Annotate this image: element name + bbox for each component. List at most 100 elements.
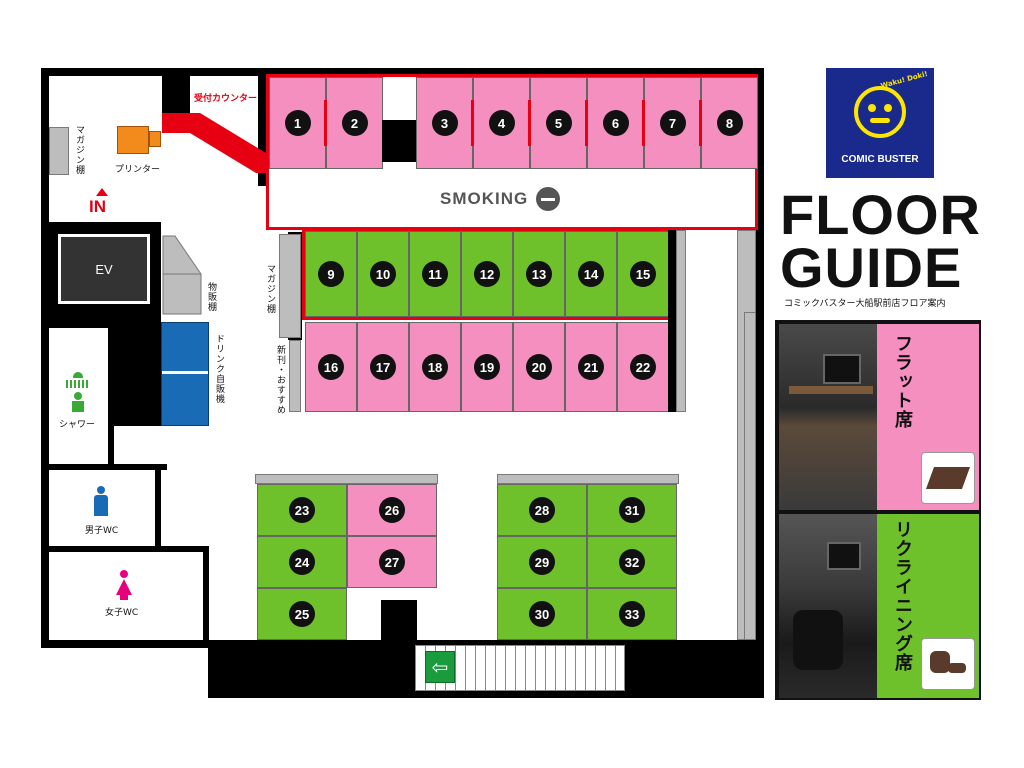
seat-number: 32 (619, 549, 645, 575)
smoking-label-wrap: SMOKING (440, 186, 561, 212)
counter-label: 受付カウンター (194, 94, 258, 104)
legend-recline-label: リクライニング席 (892, 520, 913, 672)
seat-22[interactable]: 22 (617, 322, 669, 412)
seat-9[interactable]: 9 (305, 231, 357, 317)
seat-18[interactable]: 18 (409, 322, 461, 412)
seat-number: 5 (545, 110, 572, 136)
seat-11[interactable]: 11 (409, 231, 461, 317)
seat-4[interactable]: 4 (473, 77, 530, 169)
men-wc-wall (155, 464, 161, 550)
seat-number: 18 (422, 354, 448, 380)
flat-mat-icon (921, 452, 975, 504)
seat-number: 9 (318, 261, 344, 287)
brand-logo: Waku! Doki! COMIC BUSTER (826, 68, 934, 178)
seat-5[interactable]: 5 (530, 77, 587, 169)
seat-number: 26 (379, 497, 405, 523)
ev-box: EV (58, 234, 150, 304)
seat-13[interactable]: 13 (513, 231, 565, 317)
seat-divider (642, 100, 645, 146)
magazine-rack-2-label: マガジン棚 (265, 264, 275, 314)
row1-pillar (382, 120, 416, 162)
seat-number: 13 (526, 261, 552, 287)
seat-number: 23 (289, 497, 315, 523)
seat-27[interactable]: 27 (347, 536, 437, 588)
women-wc-wall (203, 546, 209, 646)
drink-vending-label: ドリンク自販機 (214, 334, 224, 404)
seat-33[interactable]: 33 (587, 588, 677, 640)
seat-14[interactable]: 14 (565, 231, 617, 317)
title-subtitle: コミックバスター大船駅前店フロア案内 (784, 299, 946, 309)
seat-number: 30 (529, 601, 555, 627)
magazine-rack-label: マガジン棚 (74, 125, 84, 175)
seat-25[interactable]: 25 (257, 588, 347, 640)
shower-wall-bottom (49, 464, 167, 470)
seat-32[interactable]: 32 (587, 536, 677, 588)
seat-number: 31 (619, 497, 645, 523)
row-divider-right (668, 230, 676, 412)
seat-26[interactable]: 26 (347, 484, 437, 536)
shower-icon (64, 372, 92, 412)
title-floor: FLOOR (780, 183, 981, 246)
outer-wall-left (41, 68, 49, 646)
legend-panel: フラット席 リクライニング席 (775, 320, 981, 700)
seat-10[interactable]: 10 (357, 231, 409, 317)
seat-number: 11 (422, 261, 448, 287)
logo-tag: Waku! Doki! (879, 69, 929, 91)
seat-number: 4 (488, 110, 515, 136)
seat-number: 17 (370, 354, 396, 380)
seat-30[interactable]: 30 (497, 588, 587, 640)
seat-19[interactable]: 19 (461, 322, 513, 412)
ev-label: EV (95, 261, 113, 277)
seat-2[interactable]: 2 (326, 77, 383, 169)
seat-number: 3 (431, 110, 458, 136)
in-arrow-icon (96, 188, 108, 196)
seat-6[interactable]: 6 (587, 77, 644, 169)
seat-divider (324, 100, 327, 146)
shower-wall-right (108, 322, 114, 470)
legend-flat-label: フラット席 (892, 334, 913, 429)
seat-number: 21 (578, 354, 604, 380)
drink-vending-machine (161, 322, 209, 426)
smoking-label: SMOKING (440, 189, 529, 208)
seat-16[interactable]: 16 (305, 322, 357, 412)
lower-right-top-shelf (497, 474, 679, 484)
seat-number: 10 (370, 261, 396, 287)
seat-8[interactable]: 8 (701, 77, 758, 169)
seat-15[interactable]: 15 (617, 231, 669, 317)
seat-number: 24 (289, 549, 315, 575)
seat-number: 33 (619, 601, 645, 627)
new-book-label: 新刊・おすすめ (275, 345, 285, 415)
seat-23[interactable]: 23 (257, 484, 347, 536)
shower-label: シャワー (59, 420, 96, 430)
men-wc-wall-bottom (49, 546, 209, 552)
men-wc-label: 男子WC (85, 526, 119, 536)
seat-21[interactable]: 21 (565, 322, 617, 412)
seat-3[interactable]: 3 (416, 77, 473, 169)
seat-17[interactable]: 17 (357, 322, 409, 412)
seat-31[interactable]: 31 (587, 484, 677, 536)
women-wc-icon (116, 570, 132, 600)
seat-29[interactable]: 29 (497, 536, 587, 588)
printer-side-icon (149, 131, 161, 147)
seat-7[interactable]: 7 (644, 77, 701, 169)
seat-20[interactable]: 20 (513, 322, 565, 412)
lower-left-top-shelf (255, 474, 438, 484)
new-book-rack (289, 340, 301, 412)
smoking-icon (536, 187, 561, 211)
seat-number: 7 (659, 110, 686, 136)
legend-flat-swatch: フラット席 (877, 324, 979, 510)
lower-pillar (381, 600, 417, 642)
seat-divider (699, 100, 702, 146)
seat-number: 22 (630, 354, 656, 380)
brand-name: COMIC BUSTER (841, 154, 919, 165)
seat-number: 29 (529, 549, 555, 575)
magazine-rack-top (49, 127, 69, 175)
seat-12[interactable]: 12 (461, 231, 513, 317)
outer-wall-right (756, 68, 764, 698)
shower-wall-top (49, 322, 108, 328)
seat-28[interactable]: 28 (497, 484, 587, 536)
seat-1[interactable]: 1 (269, 77, 326, 169)
seat-number: 8 (716, 110, 743, 136)
seat-number: 15 (630, 261, 656, 287)
seat-24[interactable]: 24 (257, 536, 347, 588)
